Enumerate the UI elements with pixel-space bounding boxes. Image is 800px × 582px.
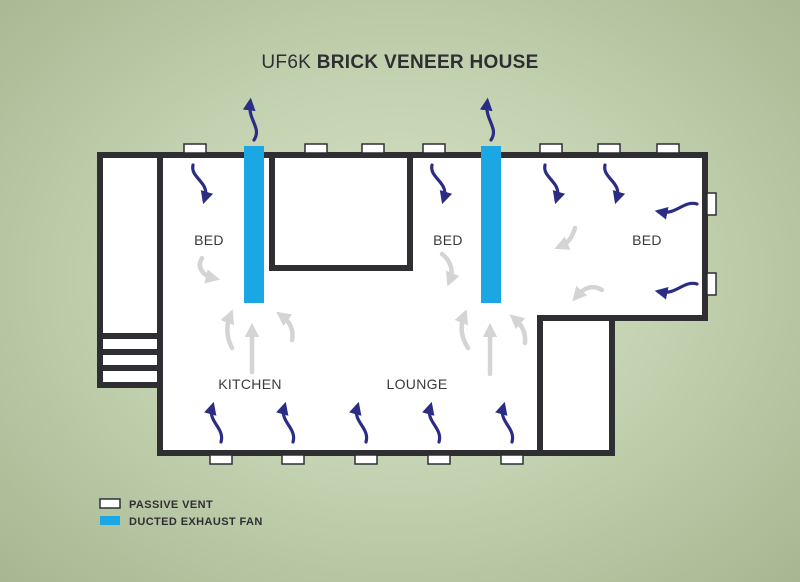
intake-arrows-right (654, 201, 699, 300)
room-label-kitchen: KITCHEN (218, 376, 282, 392)
room-label-lounge: LOUNGE (387, 376, 448, 392)
exhaust-fan-middle (481, 146, 501, 303)
exhaust-outflow-arrows (242, 97, 496, 142)
stairs (100, 333, 160, 371)
legend: PASSIVE VENT DUCTED EXHAUST FAN (99, 498, 263, 528)
legend-passive-vent-label: PASSIVE VENT (129, 499, 213, 511)
legend-exhaust-fan-swatch (100, 516, 120, 525)
room-label-bed-left: BED (194, 232, 224, 248)
intake-arrows-bottom (204, 401, 515, 444)
interior-room-wall (537, 315, 612, 453)
diagram-title: UF6K BRICK VENEER HOUSE (0, 52, 800, 74)
passive-vents-right (706, 192, 717, 296)
internal-airflow-arrows (197, 225, 605, 377)
passive-vents-top (183, 143, 680, 154)
title-bold: BRICK VENEER HOUSE (316, 52, 539, 73)
interior-box-wall (269, 155, 413, 271)
exhaust-fan-left (244, 146, 264, 303)
exterior-wall (97, 152, 708, 456)
room-label-bed-middle: BED (433, 232, 463, 248)
title-prefix: UF6K (261, 52, 312, 73)
room-label-bed-right: BED (632, 232, 662, 248)
passive-vents-bottom (209, 454, 524, 465)
intake-arrows-top (191, 163, 626, 205)
legend-exhaust-fan-label: DUCTED EXHAUST FAN (129, 516, 263, 528)
legend-passive-vent-swatch (99, 498, 121, 509)
